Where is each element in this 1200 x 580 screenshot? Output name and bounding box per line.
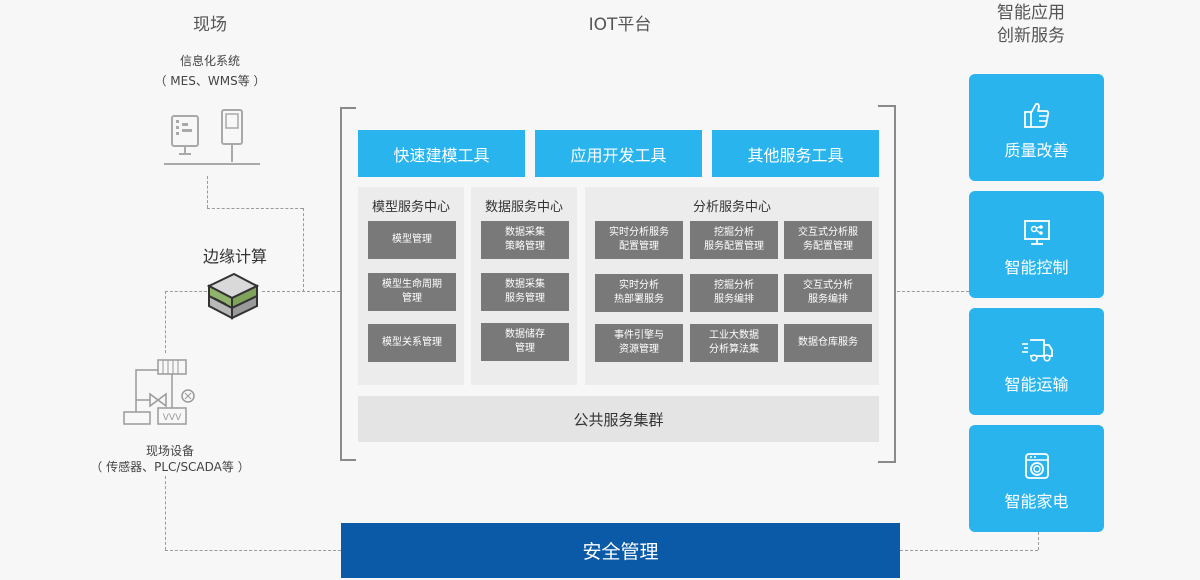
connector — [207, 176, 208, 208]
iot-platform-title: IOT平台 — [588, 15, 652, 35]
tool-other-services: 其他服务工具 — [712, 130, 879, 177]
app-label: 智能控制 — [1004, 258, 1069, 277]
app-label: 质量改善 — [1004, 141, 1069, 160]
panel-title: 模型服务中心 — [371, 200, 450, 215]
service-cell: 模型生命周期 管理 — [368, 273, 456, 311]
connector — [165, 476, 166, 550]
service-cell: 挖掘分析 服务配置管理 — [690, 221, 778, 259]
service-cell: 交互式分析服 务配置管理 — [784, 221, 872, 259]
app-label: 智能家电 — [1004, 492, 1069, 511]
platform-bracket-right — [878, 105, 896, 463]
app-card-control[interactable]: 智能控制 — [969, 191, 1104, 298]
app-card-transport[interactable]: 智能运输 — [969, 308, 1104, 415]
svg-text:VVV: VVV — [163, 413, 182, 423]
app-card-quality[interactable]: 质量改善 — [969, 74, 1104, 181]
connector — [303, 208, 304, 292]
apps-title-line2: 创新服务 — [997, 26, 1065, 46]
delivery-truck-icon — [1021, 339, 1053, 362]
connector — [897, 291, 969, 292]
info-system-label: 信息化系统 — [179, 54, 240, 68]
field-title: 现场 — [193, 15, 227, 35]
service-cell: 事件引擎与 资源管理 — [595, 324, 683, 362]
washing-machine-icon — [1024, 453, 1049, 479]
app-label: 智能运输 — [1004, 375, 1069, 394]
edge-server-icon — [206, 272, 260, 320]
security-management: 安全管理 — [341, 523, 900, 578]
service-cell: 数据采集 服务管理 — [481, 273, 569, 311]
field-devices-sublabel: （ 传感器、PLC/SCADA等 ） — [90, 460, 250, 474]
service-cell: 交互式分析 服务编排 — [784, 274, 872, 312]
service-cell: 模型管理 — [368, 221, 456, 259]
service-cell: 工业大数据 分析算法集 — [690, 324, 778, 362]
monitor-control-icon — [1023, 220, 1050, 245]
service-cell: 模型关系管理 — [368, 324, 456, 362]
computer-terminal-icon — [164, 109, 260, 165]
panel-title: 分析服务中心 — [692, 200, 771, 215]
app-card-appliance[interactable]: 智能家电 — [969, 425, 1104, 532]
apps-title-line1: 智能应用 — [997, 3, 1065, 23]
connector — [207, 208, 303, 209]
tool-rapid-modeling: 快速建模工具 — [358, 130, 525, 177]
analysis-service-center: 分析服务中心 实时分析服务 配置管理 挖掘分析 服务配置管理 交互式分析服 务配… — [585, 187, 879, 385]
connector — [900, 550, 1038, 551]
thumbs-up-icon — [1023, 102, 1049, 128]
service-cell: 挖掘分析 服务编排 — [690, 274, 778, 312]
info-system-sublabel: （ MES、WMS等 ） — [154, 74, 266, 88]
connector — [262, 291, 340, 292]
service-cell: 数据采集 策略管理 — [481, 221, 569, 259]
platform-bracket-left — [340, 107, 356, 461]
field-devices-icon: VVV — [123, 359, 195, 425]
connector — [165, 291, 207, 292]
connector — [165, 550, 341, 551]
service-cell: 数据仓库服务 — [784, 324, 872, 362]
service-cell: 数据储存 管理 — [481, 323, 569, 361]
edge-computing-label: 边缘计算 — [202, 247, 267, 266]
service-cell: 实时分析 热部署服务 — [595, 274, 683, 312]
public-service-cluster: 公共服务集群 — [358, 396, 879, 442]
model-service-center: 模型服务中心 模型管理 模型生命周期 管理 模型关系管理 — [358, 187, 464, 385]
connector — [165, 291, 166, 353]
service-cell: 实时分析服务 配置管理 — [595, 221, 683, 259]
connector — [1038, 532, 1039, 550]
tool-app-development: 应用开发工具 — [535, 130, 702, 177]
data-service-center: 数据服务中心 数据采集 策略管理 数据采集 服务管理 数据储存 管理 — [471, 187, 577, 385]
field-devices-label: 现场设备 — [145, 444, 194, 458]
panel-title: 数据服务中心 — [484, 200, 563, 215]
